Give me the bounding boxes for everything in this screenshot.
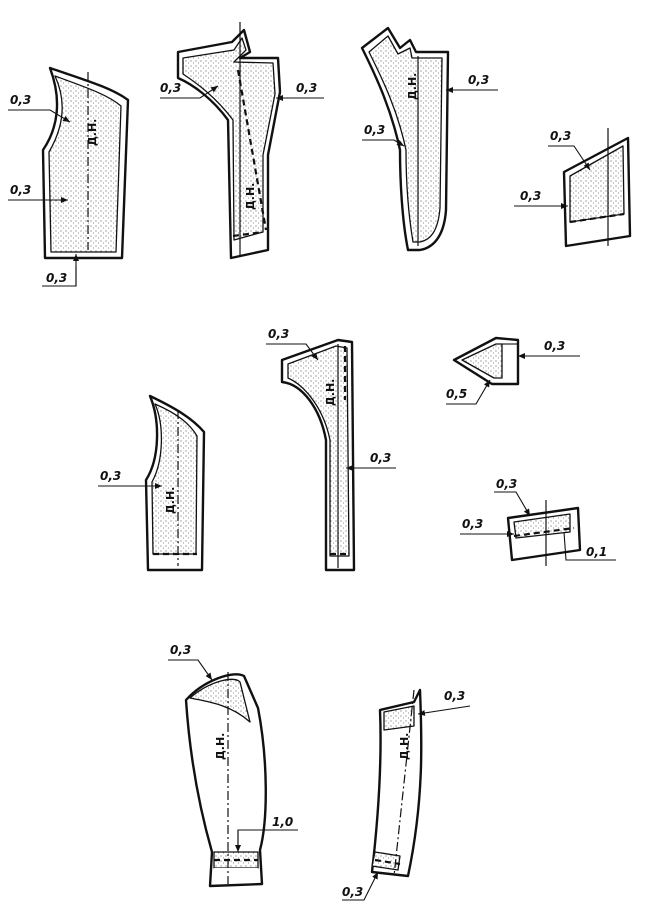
grain-label: Д.Н.: [398, 733, 411, 760]
allowance-label: 0,5: [446, 387, 467, 401]
allowance-label: 0,3: [468, 73, 489, 87]
allowance-label: 0,3: [550, 129, 571, 143]
grain-label: Д.Н.: [164, 487, 177, 514]
allowance-label: 0,3: [444, 689, 465, 703]
piece-yoke: 0,3 0,3: [514, 128, 632, 248]
piece-lapel: Д.Н. 0,3 0,3: [266, 327, 396, 572]
piece-welt: 0,3 0,3 0,1: [460, 477, 616, 566]
grain-label: Д.Н.: [86, 119, 99, 146]
allowance-label: 0,3: [10, 93, 31, 107]
allowance-label: 0,3: [544, 339, 565, 353]
piece-side-panel: Д.Н. 0,3 0,3: [160, 22, 324, 260]
allowance-label: 0,3: [370, 451, 391, 465]
grain-line: [393, 689, 415, 877]
piece-facing: Д.Н. 0,3 0,3: [360, 26, 498, 252]
allowance-label: 0,3: [10, 183, 31, 197]
allowance-label: 0,3: [160, 81, 181, 95]
allowance-label: 0,3: [46, 271, 67, 285]
allowance-label: 0,3: [268, 327, 289, 341]
allowance-label: 0,3: [100, 469, 121, 483]
grain-label: Д.Н.: [324, 379, 337, 406]
allowance-label: 0,3: [496, 477, 517, 491]
grain-label: Д.Н.: [244, 183, 257, 210]
piece-upper-sleeve: Д.Н. 0,3 1,0: [168, 643, 298, 888]
allowance-label: 1,0: [272, 815, 293, 829]
allowance-label: 0,3: [364, 123, 385, 137]
allowance-label: 0,3: [520, 189, 541, 203]
allowance-label: 0,3: [342, 885, 363, 899]
piece-front: Д.Н. 0,3 0,3 0,3: [8, 66, 130, 287]
allowance-label: 0,1: [586, 545, 607, 559]
piece-lower-front: Д.Н. 0,3: [98, 394, 206, 572]
allowance-label: 0,3: [462, 517, 483, 531]
piece-pocket-flap: 0,3 0,5: [446, 336, 580, 405]
allowance-label: 0,3: [296, 81, 317, 95]
grain-label: Д.Н.: [214, 733, 227, 760]
grain-label: Д.Н.: [406, 73, 419, 100]
allowance-label: 0,3: [170, 643, 191, 657]
piece-under-sleeve: Д.Н. 0,3 0,3: [342, 688, 471, 901]
